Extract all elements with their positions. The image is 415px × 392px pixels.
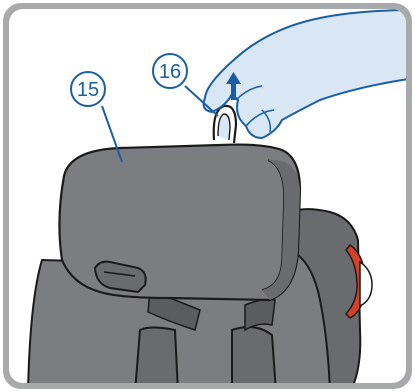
callout-16-label: 16: [159, 61, 181, 83]
adjustment-loop-inner: [218, 114, 230, 140]
right-harness-strap: [232, 327, 276, 392]
callout-15-label: 15: [77, 79, 99, 101]
headrest: [59, 145, 300, 300]
left-harness-strap: [135, 328, 178, 392]
